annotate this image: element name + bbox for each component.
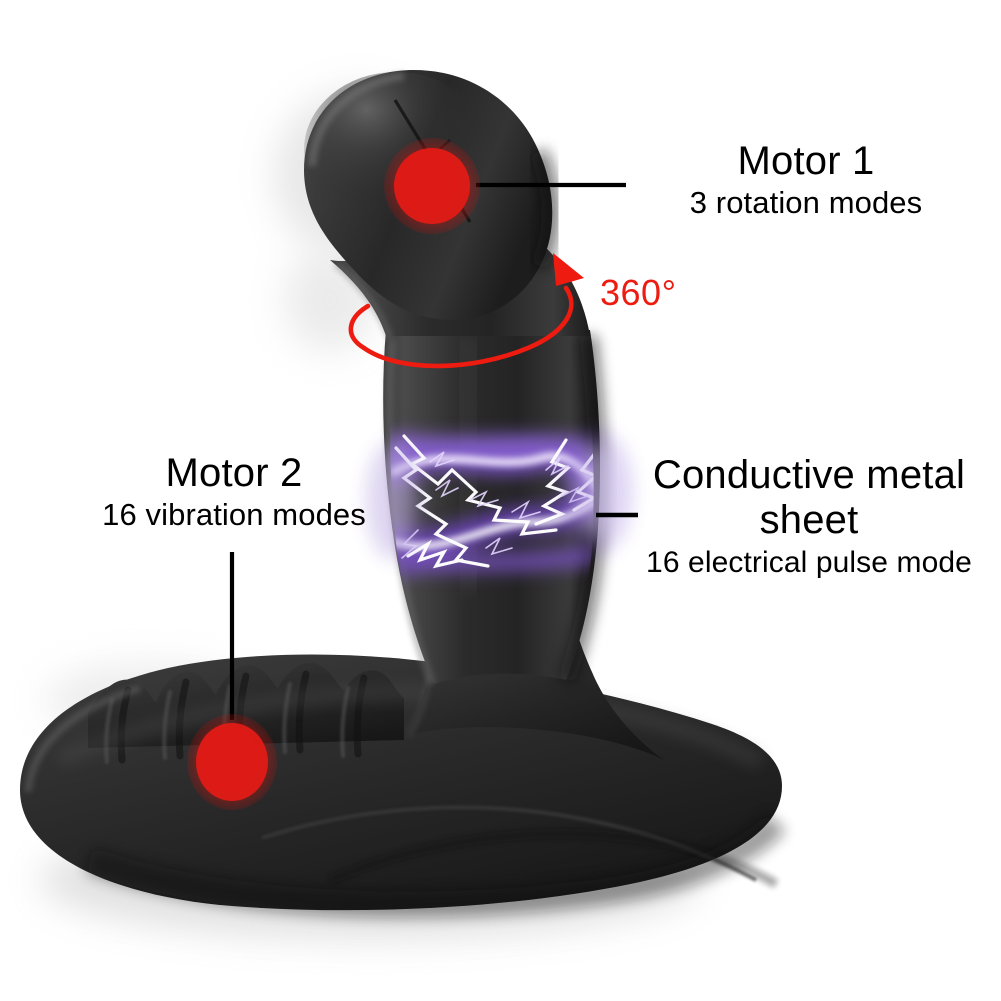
device-base	[20, 654, 786, 918]
callout-motor-2-subtitle: 16 vibration modes	[102, 497, 366, 533]
rotation-arrow-icon	[348, 253, 584, 369]
motor1-marker-icon	[384, 138, 480, 234]
callout-motor-1-title: Motor 1	[737, 139, 875, 183]
callout-motor-2: Motor 2 16 vibration modes	[60, 451, 408, 533]
callout-sheet-title: Conductive metal sheet	[652, 453, 966, 542]
motor2-marker-icon	[187, 714, 277, 810]
leader-lines	[229, 182, 638, 720]
rotation-degree-label: 360°	[600, 272, 677, 313]
callout-conductive-metal-sheet: Conductive metal sheet 16 electrical pul…	[620, 453, 998, 579]
electric-arc-icon	[366, 430, 632, 574]
callout-motor-1-subtitle: 3 rotation modes	[689, 185, 923, 221]
callout-motor-2-title: Motor 2	[165, 451, 303, 495]
callout-sheet-subtitle: 16 electrical pulse mode	[646, 545, 972, 579]
callout-motor-1: Motor 1 3 rotation modes	[622, 139, 990, 221]
